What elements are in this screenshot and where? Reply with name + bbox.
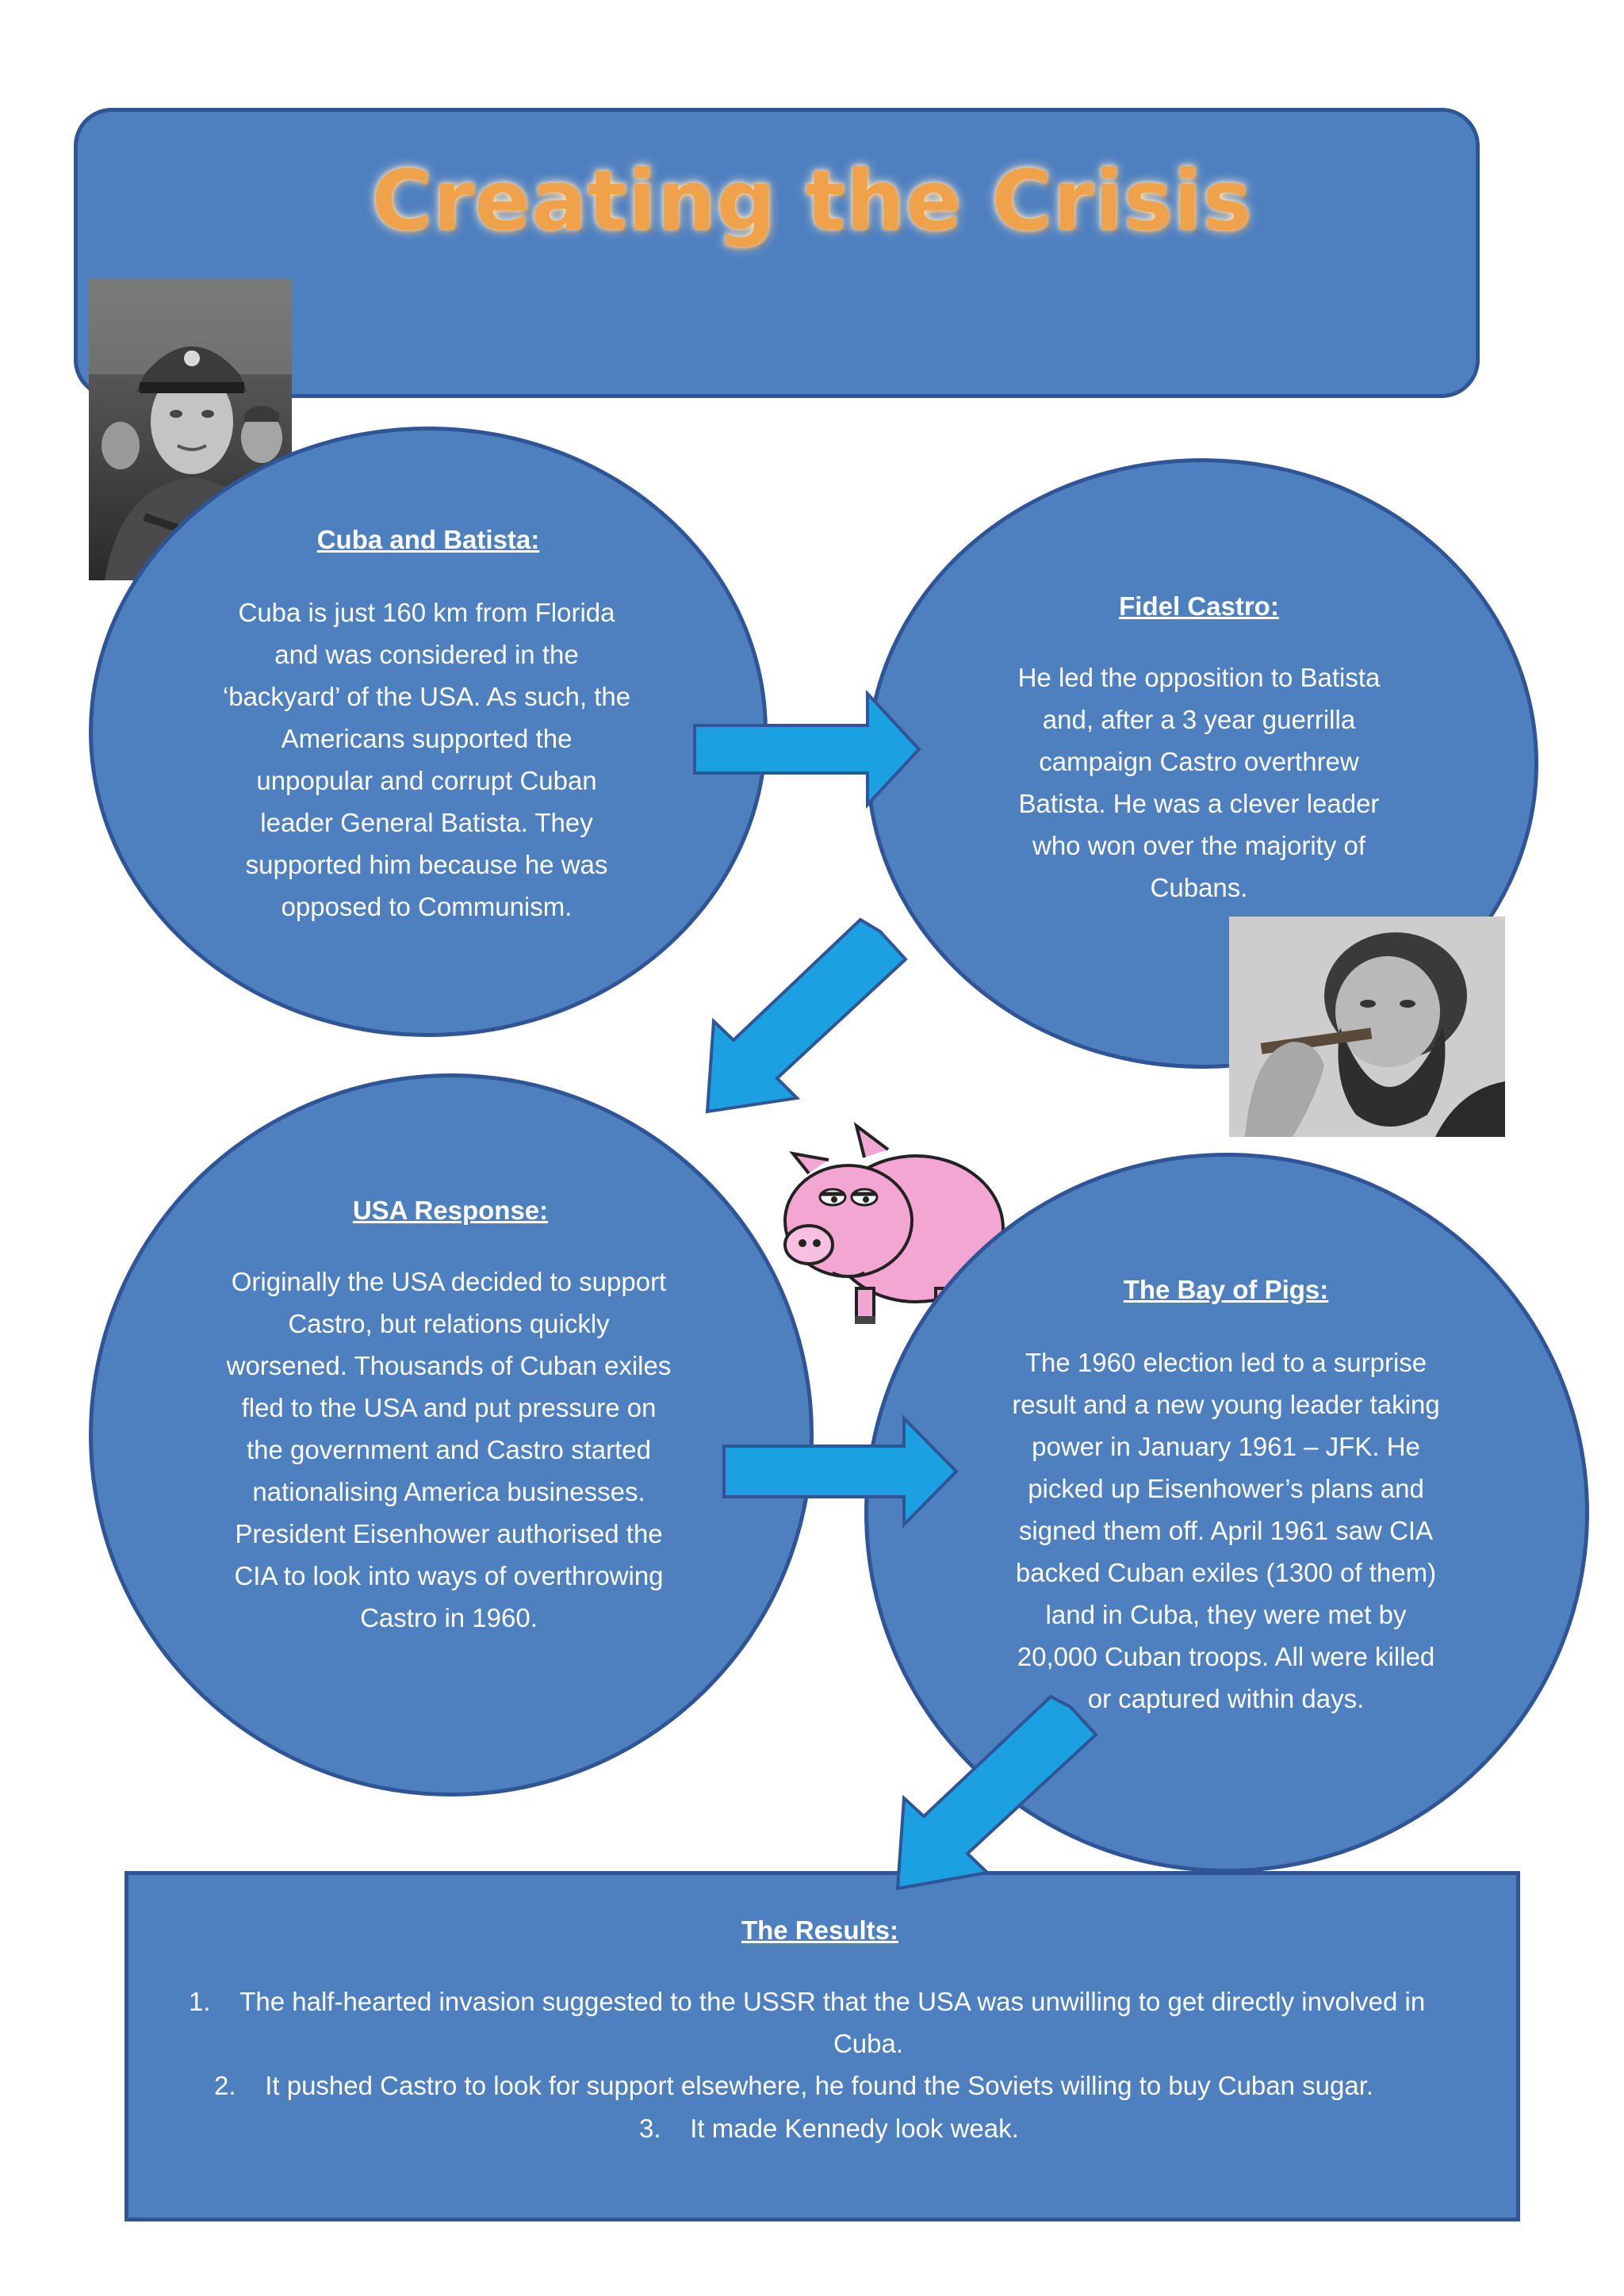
bay-of-pigs-line: backed Cuban exiles (1300 of them) [1015, 1558, 1437, 1587]
arrow-down-left-2 [895, 1694, 1098, 1891]
usa-response-line: fled to the USA and put pressure on [241, 1393, 657, 1422]
usa-response-line: the government and Castro started [247, 1435, 651, 1464]
results-item-number: 2. [214, 2071, 236, 2100]
usa-response-line: President Eisenhower authorised the [235, 1519, 663, 1548]
usa-response-line: Castro, but relations quickly [288, 1309, 610, 1338]
usa-response-circle [89, 1073, 814, 1797]
batista-line: leader General Batista. They [260, 808, 593, 837]
castro-line: Cubans. [1150, 873, 1248, 902]
castro-line: He led the opposition to Batista [1017, 663, 1381, 692]
bay-of-pigs-line: or captured within days. [1087, 1684, 1365, 1713]
batista-text: Cuba is just 160 km from Florida and was… [143, 591, 710, 928]
batista-line: ‘backyard’ of the USA. As such, the [222, 682, 631, 711]
usa-response-line: worsened. Thousands of Cuban exiles [226, 1351, 672, 1380]
castro-line: Batista. He was a clever leader [1018, 789, 1380, 818]
results-item-text: The half-hearted invasion suggested to t… [239, 1987, 1426, 2016]
castro-photo [1229, 916, 1505, 1137]
arrow-right-2 [722, 1414, 959, 1529]
results-item-1-cont: Cuba. [0, 2022, 1624, 2064]
usa-response-heading: USA Response: [352, 1196, 549, 1225]
results-item-text: It made Kennedy look weak. [690, 2114, 1019, 2143]
usa-response-line: nationalising America businesses. [252, 1477, 645, 1506]
batista-circle [89, 427, 768, 1037]
bay-of-pigs-line: The 1960 election led to a surprise [1025, 1348, 1427, 1377]
usa-response-text: Originally the USA decided to support Ca… [163, 1261, 734, 1639]
batista-line: Americans supported the [281, 724, 573, 753]
results-box [124, 1871, 1520, 2221]
arrow-down-left-1 [705, 917, 908, 1114]
results-item-3: 3. It made Kennedy look weak. [639, 2107, 1274, 2149]
bay-of-pigs-line: picked up Eisenhower’s plans and [1028, 1474, 1424, 1503]
bay-of-pigs-circle [864, 1153, 1589, 1873]
results-item-2: 2. It pushed Castro to look for support … [214, 2064, 1530, 2107]
page-title: Creating the Crisis [371, 152, 1253, 249]
bay-of-pigs-text: The 1960 election led to a surprise resu… [940, 1341, 1511, 1720]
batista-heading: Cuba and Batista: [316, 525, 540, 554]
bay-of-pigs-line: result and a new young leader taking [1012, 1390, 1440, 1419]
castro-line: campaign Castro overthrew [1039, 747, 1359, 776]
bay-of-pigs-line: land in Cuba, they were met by [1045, 1600, 1407, 1629]
batista-line: supported him because he was [245, 850, 608, 879]
results-item-1: 1. The half-hearted invasion suggested t… [189, 1980, 1505, 2022]
batista-line: opposed to Communism. [281, 892, 573, 921]
usa-response-line: Originally the USA decided to support [231, 1267, 667, 1296]
castro-heading: Fidel Castro: [1119, 591, 1279, 621]
results-item-number: 3. [639, 2114, 661, 2143]
bay-of-pigs-line: power in January 1961 – JFK. He [1032, 1432, 1420, 1461]
arrow-right-1 [693, 689, 921, 809]
results-heading: The Results: [741, 1915, 899, 1945]
castro-line: who won over the majority of [1032, 831, 1366, 860]
results-item-text-cont: Cuba. [833, 2029, 904, 2058]
usa-response-line: CIA to look into ways of overthrowing [234, 1561, 664, 1590]
usa-response-line: Castro in 1960. [360, 1603, 538, 1632]
results-item-number: 1. [189, 1987, 211, 2016]
batista-line: Cuba is just 160 km from Florida [238, 598, 615, 627]
results-item-text: It pushed Castro to look for support els… [265, 2071, 1374, 2100]
batista-line: unpopular and corrupt Cuban [256, 766, 597, 795]
castro-text: He led the opposition to Batista and, af… [928, 656, 1470, 909]
batista-line: and was considered in the [274, 640, 579, 669]
title-banner [74, 108, 1480, 398]
bay-of-pigs-line: signed them off. April 1961 saw CIA [1018, 1516, 1434, 1545]
batista-photo [89, 279, 292, 580]
bay-of-pigs-heading: The Bay of Pigs: [1123, 1275, 1329, 1304]
castro-line: and, after a 3 year guerrilla [1042, 705, 1356, 734]
bay-of-pigs-line: 20,000 Cuban troops. All were killed [1017, 1642, 1435, 1671]
